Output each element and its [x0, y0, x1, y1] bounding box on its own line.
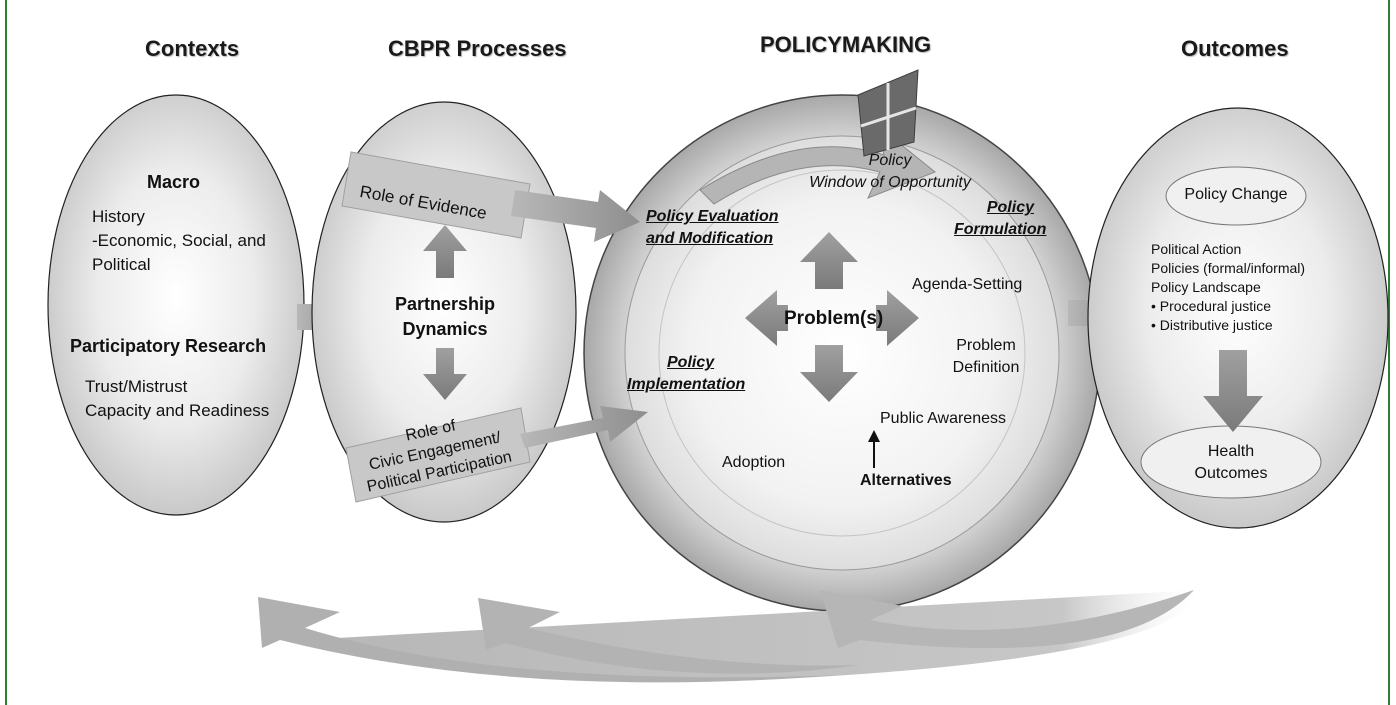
window-icon [857, 69, 919, 157]
role-of-evidence-banner [341, 151, 531, 239]
policy-evaluation-line2: and Modification [646, 230, 774, 247]
macro-title: Macro [147, 172, 201, 192]
participatory-line-trust: Trust/Mistrust [85, 377, 188, 396]
partnership-dynamics-label: Partnership Dynamics [385, 292, 505, 342]
policy-implementation-line1: Policy [667, 354, 715, 371]
outcomes-bullet-procedural-text: Procedural justice [1159, 298, 1272, 314]
problems-label: Problem(s) [784, 308, 884, 329]
arrow-civic-to-implementation [520, 406, 648, 448]
contexts-oval [47, 94, 305, 516]
header-contexts: Contexts [145, 36, 240, 61]
agenda-setting-label: Agenda-Setting [912, 276, 1023, 293]
feedback-arrowhead-policymaking [820, 590, 1194, 649]
policymaking-cycle-ring [658, 169, 1026, 537]
problem-right-arrow [876, 290, 919, 346]
frame-line-right [1388, 0, 1390, 705]
header-cbpr-processes: CBPR Processes [388, 36, 567, 61]
partnership-dynamics-line2: Dynamics [402, 319, 488, 339]
outcomes-bullet-distributive-text: Distributive justice [1159, 317, 1273, 333]
outcomes-list: Political Action Policies (formal/inform… [1151, 240, 1305, 335]
health-outcomes-line1: Health [1207, 443, 1255, 460]
header-outcomes: Outcomes [1181, 36, 1289, 61]
alternatives-arrow [868, 430, 880, 468]
problem-left-arrow [745, 290, 788, 346]
policy-window-line2: Window of Opportunity [809, 174, 971, 191]
bullet-icon: • [1151, 317, 1160, 333]
feedback-arrowhead-contexts [258, 597, 840, 683]
policy-implementation-label: Policy Implementation [627, 352, 745, 396]
feedback-arrowhead-cbpr [478, 598, 860, 674]
feedback-arrows [258, 590, 1200, 683]
civic-engagement-banner [345, 407, 531, 503]
header-policymaking: POLICYMAKING [760, 32, 932, 57]
policy-window-label: Policy Window of Opportunity [780, 150, 1000, 194]
policy-change-label: Policy Change [1184, 186, 1288, 203]
cycle-arrow [699, 124, 936, 205]
outcomes-list-policy-landscape: Policy Landscape [1151, 279, 1261, 295]
policy-evaluation-label: Policy Evaluation and Modification [646, 206, 778, 250]
outcomes-list-political-action: Political Action [1151, 241, 1242, 257]
problem-up-arrow [800, 232, 858, 289]
problem-down-arrow [800, 345, 858, 402]
participatory-line-capacity: Capacity and Readiness [85, 401, 270, 420]
health-outcomes-label: Health Outcomes [1171, 441, 1291, 485]
outcomes-oval [1087, 107, 1389, 529]
problem-definition-line1: Problem [956, 337, 1016, 354]
bullet-icon: • [1151, 298, 1160, 314]
policy-implementation-line2: Implementation [627, 376, 746, 393]
feedback-sweep-long [280, 590, 1200, 682]
macro-line-history: History [92, 207, 145, 226]
policy-change-oval [1165, 166, 1307, 226]
adoption-label: Adoption [722, 454, 786, 471]
outcomes-list-policies: Policies (formal/informal) [1151, 260, 1306, 276]
alternatives-label: Alternatives [860, 472, 952, 489]
policy-window-line1: Policy [868, 152, 912, 169]
outcomes-bullet-distributive: • Distributive justice [1151, 316, 1305, 335]
problem-definition-line2: Definition [952, 359, 1020, 376]
problem-definition-label: Problem Definition [944, 335, 1028, 379]
macro-line-political: Political [92, 255, 151, 274]
problem-four-way-arrows [745, 232, 919, 402]
arrow-to-health-outcomes [1203, 350, 1263, 432]
macro-line-economic: -Economic, Social, and [92, 231, 266, 250]
frame-line-left [5, 0, 7, 705]
policy-formulation-line2: Formulation [954, 221, 1047, 238]
health-outcomes-line2: Outcomes [1194, 465, 1268, 482]
public-awareness-label: Public Awareness [880, 410, 1006, 427]
arrow-evidence-to-evaluation [511, 190, 640, 242]
partnership-up-arrow [423, 225, 467, 278]
participatory-research-title: Participatory Research [70, 336, 267, 356]
partnership-dynamics-line1: Partnership [394, 294, 496, 314]
policy-formulation-label: Policy Formulation [954, 197, 1047, 241]
partnership-down-arrow [423, 348, 467, 400]
outcomes-bullet-procedural: • Procedural justice [1151, 297, 1305, 316]
policy-formulation-line1: Policy [986, 199, 1034, 216]
policy-evaluation-line1: Policy Evaluation [646, 208, 779, 225]
